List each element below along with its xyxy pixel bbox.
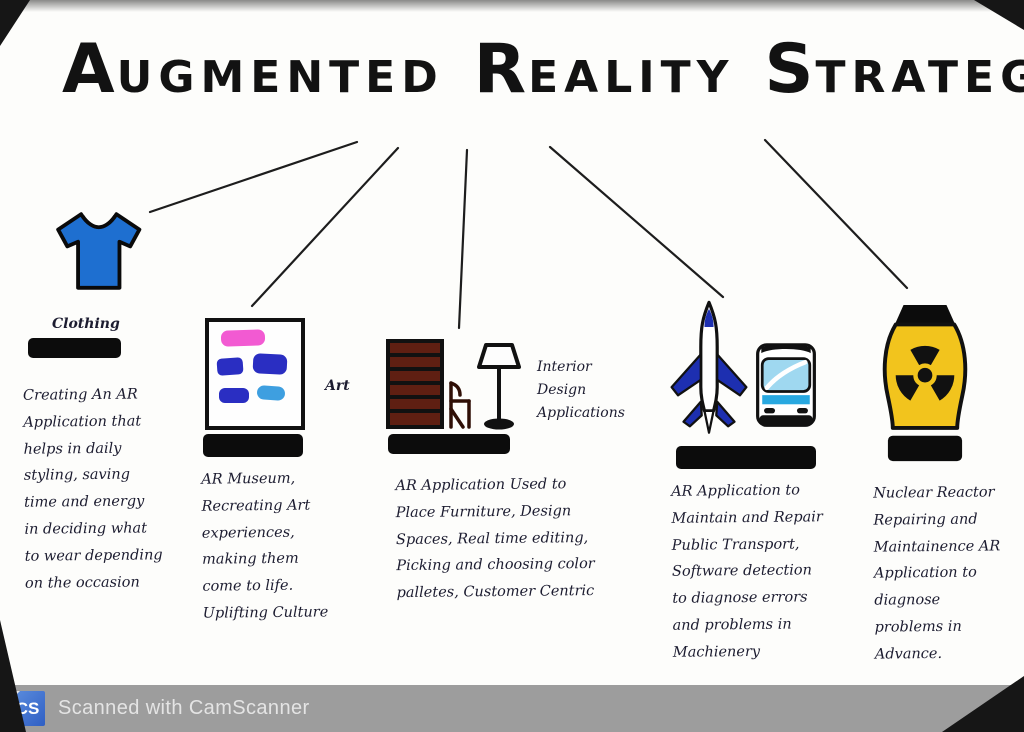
tshirt-icon [52, 200, 144, 307]
redaction-bar [28, 338, 121, 358]
airplane-icon [668, 294, 750, 447]
redaction-bar [388, 434, 510, 454]
nuclear-canister-icon [876, 303, 974, 470]
title-word-strategies: Strategies [764, 30, 1024, 109]
title-word-augmented: Augmented [62, 30, 444, 109]
radioactive-icon [895, 345, 955, 401]
branch-label-interior: Interior Design Applications [537, 359, 625, 422]
redaction-bar [203, 434, 303, 457]
branch-label-art: Art [325, 378, 350, 394]
branch-label-clothing: Clothing [52, 316, 120, 332]
scan-edge [0, 0, 1024, 12]
connector-line-interior [457, 148, 469, 330]
camscanner-footer: CS Scanned with CamScanner [0, 685, 1024, 732]
connector-line-transport [548, 145, 725, 299]
bus-icon [754, 338, 818, 439]
furniture-icon-group [385, 335, 525, 436]
camscanner-logo-text: CS [15, 698, 40, 718]
painting-icon [205, 318, 305, 435]
redaction-bar [676, 446, 816, 469]
title-word-reality: Reality [473, 30, 735, 109]
chair-icon [449, 381, 471, 429]
connector-line-nuclear [763, 138, 909, 290]
connector-line-clothing [148, 140, 359, 214]
dresser-icon [386, 339, 444, 429]
floor-lamp-icon [477, 343, 521, 430]
camscanner-watermark-text: Scanned with CamScanner [58, 697, 310, 719]
page-title: Augmented Reality Strategies [62, 30, 1024, 109]
connector-line-art [250, 146, 400, 308]
